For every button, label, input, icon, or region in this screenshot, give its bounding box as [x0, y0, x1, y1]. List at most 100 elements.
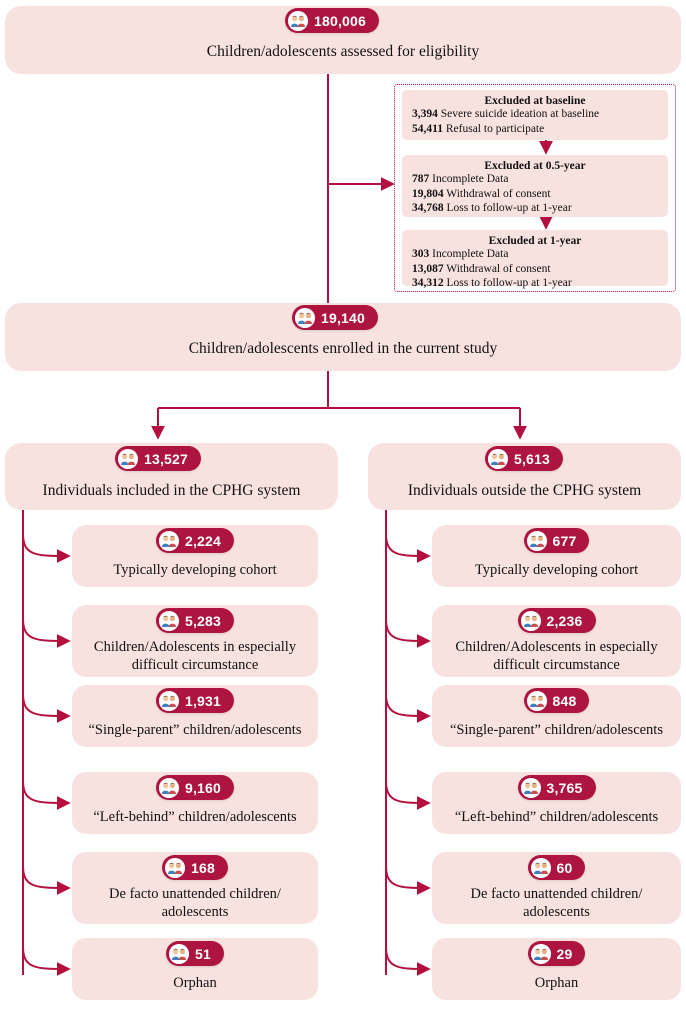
exclusion-row-count: 54,411 — [412, 122, 443, 135]
subcategory-badge: 29 — [527, 941, 586, 966]
exclusion-row-count: 34,312 — [412, 277, 444, 289]
children-avatar-icon — [165, 857, 186, 878]
exclusion-row-text: Withdrawal of consent — [446, 187, 551, 200]
cphg-outside-count: 5,613 — [513, 450, 551, 467]
subcategory-badge: 9,160 — [155, 775, 235, 800]
spine-branch-arrow — [385, 946, 431, 976]
exclusion-row-count: 303 — [412, 248, 430, 260]
cphg-included-badge: 13,527 — [114, 446, 202, 471]
exclusion-box-one-year: Excluded at 1-year 303 Incomplete Data 1… — [402, 230, 668, 289]
exclusion-row: 303 Incomplete Data — [402, 247, 668, 262]
spine-branch-arrow — [22, 693, 71, 723]
exclusion-row-count: 3,394 — [412, 108, 438, 120]
subcategory-badge: 677 — [523, 528, 590, 553]
subcategory-label: “Single-parent” children/adolescents — [450, 722, 663, 738]
exclusion-row-text: Incomplete Data — [432, 173, 509, 185]
exclusion-row: 787 Incomplete Data — [402, 172, 668, 187]
assessed-eligibility-label: Children/adolescents assessed for eligib… — [206, 43, 480, 60]
exclusion-row-text: Withdrawal of consent — [446, 262, 551, 275]
subcategory-count: 677 — [552, 532, 577, 549]
assessed-eligibility-badge: 180,006 — [284, 8, 380, 33]
subcategory-badge: 51 — [166, 941, 224, 966]
subcategory-count: 848 — [552, 692, 577, 709]
subcategory-label: De facto unattended children/ adolescent… — [109, 886, 281, 920]
subcategory-count: 29 — [556, 945, 573, 962]
spine-branch-arrow — [385, 618, 431, 648]
cphg-included-count: 13,527 — [143, 450, 189, 467]
subcategory-label: “Left-behind” children/adolescents — [93, 809, 297, 825]
spine-branch-arrow — [22, 618, 71, 648]
exclusion-title: Excluded at 0.5-year — [484, 160, 586, 172]
enrolled-study-count: 19,140 — [320, 309, 366, 326]
subcategory-label: Typically developing cohort — [474, 562, 639, 578]
spine-branch-arrow — [22, 533, 71, 563]
enrolled-study-badge: 19,140 — [291, 305, 379, 330]
subcategory-badge: 848 — [523, 688, 590, 713]
subcategory-badge: 2,224 — [155, 528, 235, 553]
exclusion-row: 34,312 Loss to follow-up at 1-year — [402, 276, 668, 291]
exclusion-row-text: Loss to follow-up at 1-year — [446, 202, 572, 214]
subcategory-badge: 1,931 — [155, 688, 235, 713]
children-avatar-icon — [530, 943, 551, 964]
assessed-eligibility-count: 180,006 — [313, 12, 367, 29]
subcategory-count: 2,224 — [184, 532, 222, 549]
exclusion-row-count: 19,804 — [412, 187, 444, 200]
exclusion-row: 19,804 Withdrawal of consent — [402, 187, 668, 202]
exclusion-row-count: 34,768 — [412, 202, 444, 214]
subcategory-count: 168 — [191, 859, 215, 876]
subcategory-count: 9,160 — [184, 779, 222, 796]
children-avatar-icon — [487, 448, 508, 469]
exclusion-title: Excluded at baseline — [484, 95, 586, 107]
exclusion-row: 3,394 Severe suicide ideation at baselin… — [402, 107, 668, 122]
spine-branch-arrow — [385, 865, 431, 895]
spine-branch-arrow — [22, 946, 71, 976]
exclusion-row-text: Severe suicide ideation at baseline — [440, 108, 600, 120]
children-avatar-icon — [158, 690, 179, 711]
subcategory-count: 5,283 — [184, 612, 222, 629]
exclusion-row-text: Incomplete Data — [432, 248, 509, 260]
subcategory-label: De facto unattended children/ adolescent… — [470, 886, 643, 920]
children-avatar-icon — [287, 10, 308, 31]
exclusion-row: 13,087 Withdrawal of consent — [402, 262, 668, 277]
subcategory-badge: 5,283 — [155, 608, 235, 633]
exclusion-box-baseline: Excluded at baseline 3,394 Severe suicid… — [402, 90, 668, 140]
exclusion-row-count: 13,087 — [412, 262, 444, 275]
subcategory-label: Orphan — [173, 975, 217, 991]
exclusion-row: 34,768 Loss to follow-up at 1-year — [402, 201, 668, 216]
spine-branch-arrow — [385, 693, 431, 723]
subcategory-label: “Left-behind” children/adolescents — [454, 809, 659, 825]
subcategory-count: 1,931 — [184, 692, 222, 709]
subcategory-label: Orphan — [534, 975, 579, 991]
spine-branch-arrow — [22, 780, 71, 810]
children-avatar-icon — [158, 530, 179, 551]
subcategory-label: Typically developing cohort — [113, 562, 277, 578]
spine-branch-arrow — [385, 533, 431, 563]
children-avatar-icon — [520, 777, 541, 798]
children-avatar-icon — [117, 448, 138, 469]
subcategory-count: 3,765 — [546, 779, 583, 796]
children-avatar-icon — [158, 610, 179, 631]
spine-branch-arrow — [22, 865, 71, 895]
children-avatar-icon — [294, 307, 315, 328]
cphg-included-label: Individuals included in the CPHG system — [42, 482, 301, 499]
cphg-outside-badge: 5,613 — [484, 446, 564, 471]
children-avatar-icon — [520, 610, 541, 631]
exclusion-row-count: 787 — [412, 173, 430, 185]
subcategory-badge: 60 — [527, 855, 586, 880]
exclusion-row: 54,411 Refusal to participate — [402, 122, 668, 137]
cphg-outside-label: Individuals outside the CPHG system — [407, 482, 642, 499]
children-avatar-icon — [530, 857, 551, 878]
children-avatar-icon — [526, 690, 547, 711]
subcategory-label: Children/Adolescents in especially diffi… — [455, 639, 658, 673]
subcategory-badge: 2,236 — [517, 608, 596, 633]
subcategory-badge: 3,765 — [517, 775, 596, 800]
enrolled-study-label: Children/adolescents enrolled in the cur… — [188, 340, 498, 357]
children-avatar-icon — [526, 530, 547, 551]
exclusion-row-text: Loss to follow-up at 1-year — [446, 277, 572, 289]
subcategory-label: Children/Adolescents in especially diffi… — [93, 639, 297, 673]
children-avatar-icon — [169, 943, 190, 964]
subcategory-label: “Single-parent” children/adolescents — [88, 722, 302, 738]
subcategory-count: 2,236 — [546, 612, 583, 629]
spine-branch-arrow — [385, 780, 431, 810]
